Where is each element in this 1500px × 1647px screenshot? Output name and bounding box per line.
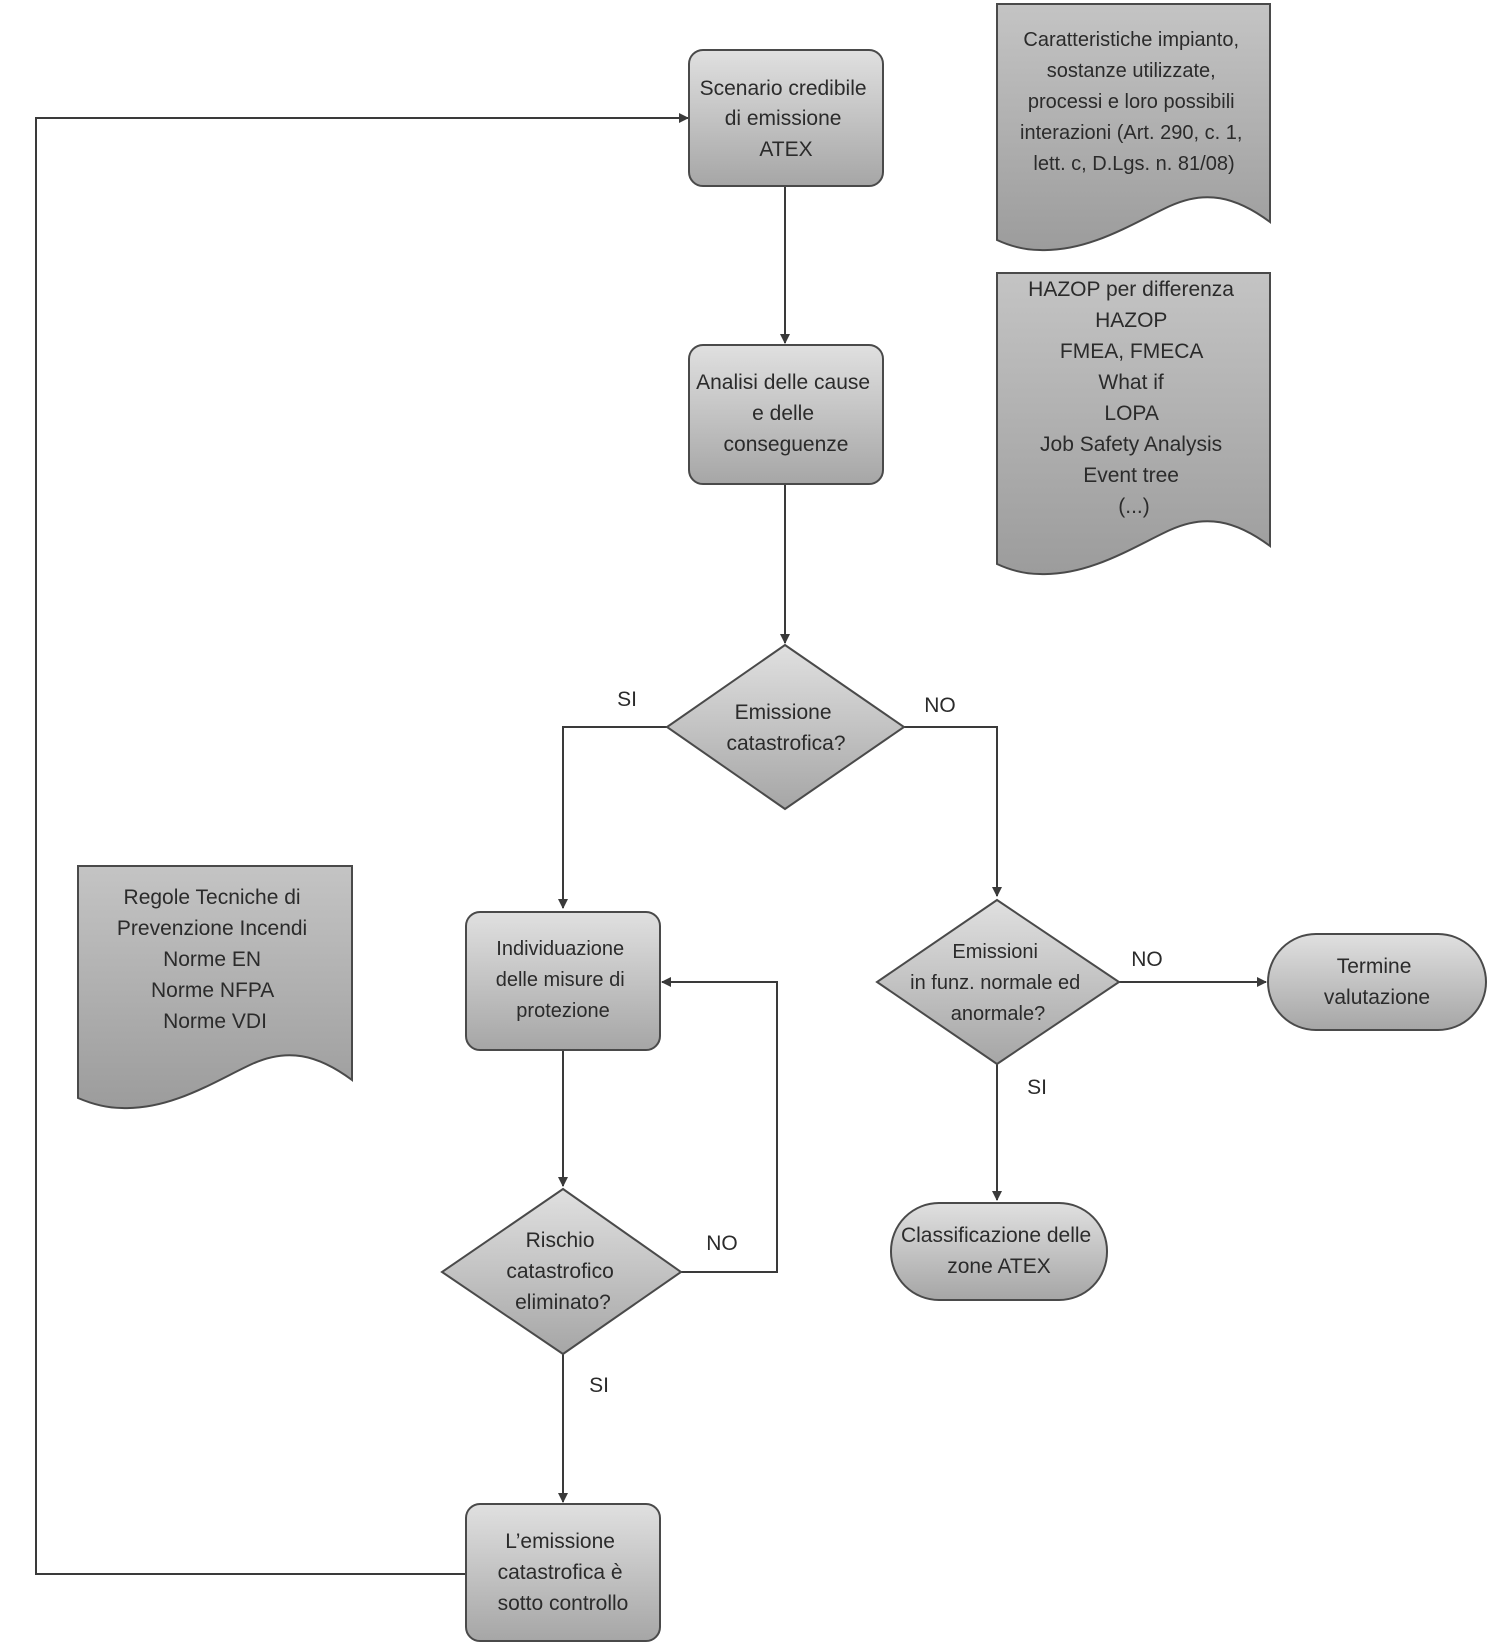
control-line-3: sotto controllo [498,1592,629,1615]
methods-line-2: HAZOP [1095,309,1167,332]
scenario-line-3: ATEX [759,138,812,161]
analysis-line-2: e delle [752,402,814,425]
edges [35,113,1267,1575]
svg-text:Regole Tecniche di Preve: Regole Tecniche di Prevenzione Incendi N… [117,886,313,1033]
rules-line-2: Prevenzione Incendi [117,917,307,940]
svg-text:Analisi delle cause e de: Analisi delle cause e delle conseguenze [696,371,876,456]
control-line-1: L’emissione [505,1530,615,1553]
analysis-line-1: Analisi delle cause [696,371,870,394]
document-plant-characteristics: Caratteristiche impianto, sostanze utili… [996,3,1271,252]
svg-text:Emissioni in funz. norma: Emissioni in funz. normale ed anormale? [910,941,1086,1025]
end-line-2: valutazione [1324,986,1430,1009]
normal-line-2: in funz. normale ed [910,972,1080,994]
scenario-line-2: di emissione [725,107,842,130]
catastrophic-line-1: Emissione [735,701,832,724]
svg-text:Classificazione delle zo: Classificazione delle zone ATEX [901,1224,1097,1278]
edge-decision-yes-to-protection [558,726,667,909]
svg-text:Emissione catastrofica?: Emissione catastrofica? [726,701,845,755]
process-box-scenario: Scenario credibile di emissione ATEX [688,49,884,187]
process-box-under-control: L’emissione catastrofica è sotto control… [465,1503,661,1642]
methods-line-6: Job Safety Analysis [1040,433,1222,456]
decision-normal-emissions: Emissioni in funz. normale ed anormale? [875,898,1121,1066]
plant-line-1: Caratteristiche impianto, [1023,29,1239,51]
methods-line-4: What if [1098,371,1164,394]
plant-line-3: processi e loro possibili [1028,91,1235,113]
risk-line-3: eliminato? [515,1291,611,1314]
methods-line-3: FMEA, FMECA [1060,340,1203,363]
svg-text:HAZOP per differenza HAZ: HAZOP per differenza HAZOP FMEA, FMECA W… [1028,278,1240,518]
rules-line-4: Norme NFPA [151,979,274,1002]
analysis-line-3: conseguenze [724,433,849,456]
risk-line-1: Rischio [526,1229,595,1252]
svg-text:L’emissione catastrofica: L’emissione catastrofica è sotto control… [498,1530,629,1615]
label-catastrophic-no: NO [924,694,956,717]
normal-line-1: Emissioni [952,941,1038,963]
edge-control-loop-to-scenario [35,113,689,1575]
plant-line-5: lett. c, D.Lgs. n. 81/08) [1033,153,1234,175]
svg-text:Individuazione delle mis: Individuazione delle misure di protezion… [496,938,631,1022]
classification-line-1: Classificazione delle [901,1224,1091,1247]
protection-line-3: protezione [516,1000,609,1022]
risk-line-2: catastrofico [506,1260,613,1283]
process-box-protection-measures: Individuazione delle misure di protezion… [465,911,661,1051]
rules-line-1: Regole Tecniche di [124,886,301,909]
methods-line-1: HAZOP per differenza [1028,278,1234,301]
decision-catastrophic-emission: Emissione catastrofica? [665,643,906,811]
process-box-analysis: Analisi delle cause e delle conseguenze [688,344,884,485]
classification-line-2: zone ATEX [947,1255,1051,1278]
protection-line-2: delle misure di [496,969,625,991]
svg-text:Scenario credibile di em: Scenario credibile di emissione ATEX [700,77,873,161]
plant-line-2: sostanze utilizzate, [1047,60,1216,82]
edge-risk-no-to-protection [661,977,778,1273]
control-line-2: catastrofica è [498,1561,623,1584]
label-normal-no: NO [1131,948,1163,971]
edge-decision-no-to-normal [904,726,1002,897]
methods-line-7: Event tree [1083,464,1179,487]
label-catastrophic-yes: SI [617,688,637,711]
rules-line-5: Norme VDI [163,1010,267,1033]
plant-line-4: interazioni (Art. 290, c. 1, [1020,122,1242,144]
document-analysis-methods: HAZOP per differenza HAZOP FMEA, FMECA W… [996,272,1271,576]
scenario-line-1: Scenario credibile [700,77,867,100]
label-risk-yes: SI [589,1374,609,1397]
normal-line-3: anormale? [951,1003,1046,1025]
decision-risk-eliminated: Rischio catastrofico eliminato? [440,1187,683,1356]
document-technical-rules: Regole Tecniche di Prevenzione Incendi N… [77,865,353,1110]
label-normal-yes: SI [1027,1076,1047,1099]
terminal-end-evaluation: Termine valutazione [1267,933,1487,1031]
methods-line-5: LOPA [1104,402,1158,425]
svg-text:Termine valutazione: Termine valutazione [1324,955,1430,1009]
edge-labels: SI NO NO SI NO SI [589,688,1163,1397]
end-line-1: Termine [1337,955,1412,978]
svg-text:Caratteristiche impianto,: Caratteristiche impianto, sostanze utili… [1020,29,1248,175]
terminal-classification: Classificazione delle zone ATEX [890,1202,1108,1301]
rules-line-3: Norme EN [163,948,261,971]
protection-line-1: Individuazione [496,938,624,960]
methods-line-8: (...) [1118,495,1150,518]
catastrophic-line-2: catastrofica? [726,732,845,755]
label-risk-no: NO [706,1232,738,1255]
svg-text:Rischio catastrofico: Rischio catastrofico eliminato? [506,1229,619,1314]
